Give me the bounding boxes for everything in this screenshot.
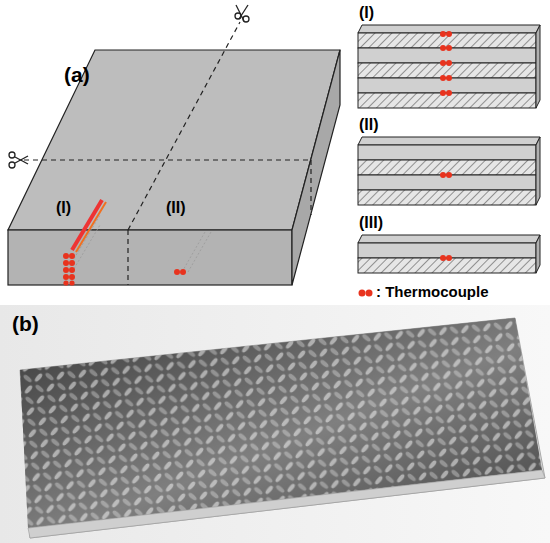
legend-text: : Thermocouple [376, 284, 489, 301]
section-label: (I) [56, 199, 71, 217]
section-label: (II) [166, 199, 186, 217]
section-label: (II) [359, 116, 379, 134]
section-label: (III) [359, 214, 383, 232]
section-label: (I) [359, 4, 374, 22]
panel-label: (a) [64, 63, 90, 86]
legend-sample [359, 290, 373, 297]
panel-label: (b) [12, 312, 39, 335]
